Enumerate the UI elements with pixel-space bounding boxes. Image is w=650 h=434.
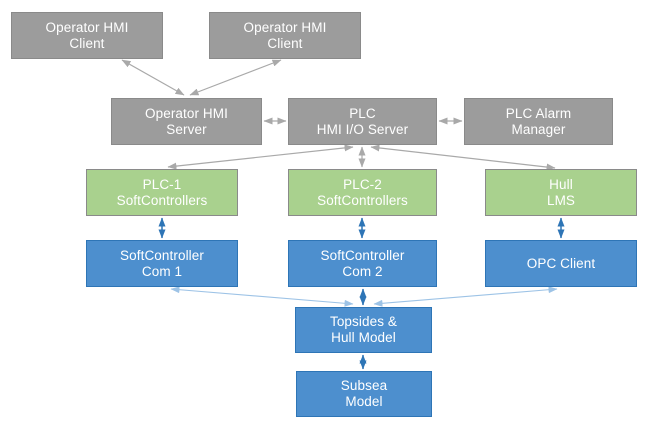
node-plc1-softcontrollers: PLC-1 SoftControllers: [86, 169, 238, 216]
node-plc2-softcontrollers: PLC-2 SoftControllers: [288, 169, 437, 216]
edge-plcio-hulllms: [370, 144, 556, 171]
node-operator-hmi-server: Operator HMI Server: [111, 98, 262, 145]
edge-com1-topsides: [170, 286, 354, 307]
edge-client1-opserver: [121, 59, 185, 96]
node-plc-alarm-manager: PLC Alarm Manager: [464, 98, 613, 145]
edge-client2-opserver: [189, 59, 282, 96]
node-operator-hmi-client-1: Operator HMI Client: [11, 12, 163, 59]
node-operator-hmi-client-2: Operator HMI Client: [209, 12, 361, 59]
node-softcontroller-com1: SoftController Com 1: [86, 240, 238, 287]
node-softcontroller-com2: SoftController Com 2: [288, 240, 437, 287]
edge-opc-topsides: [373, 286, 558, 307]
node-hull-lms: Hull LMS: [485, 169, 637, 216]
node-topsides-hull-model: Topsides & Hull Model: [295, 307, 432, 353]
edge-plcio-plc1: [167, 144, 354, 170]
node-opc-client: OPC Client: [485, 240, 637, 287]
node-plc-hmi-io-server: PLC HMI I/O Server: [288, 98, 437, 145]
node-subsea-model: Subsea Model: [296, 371, 432, 417]
